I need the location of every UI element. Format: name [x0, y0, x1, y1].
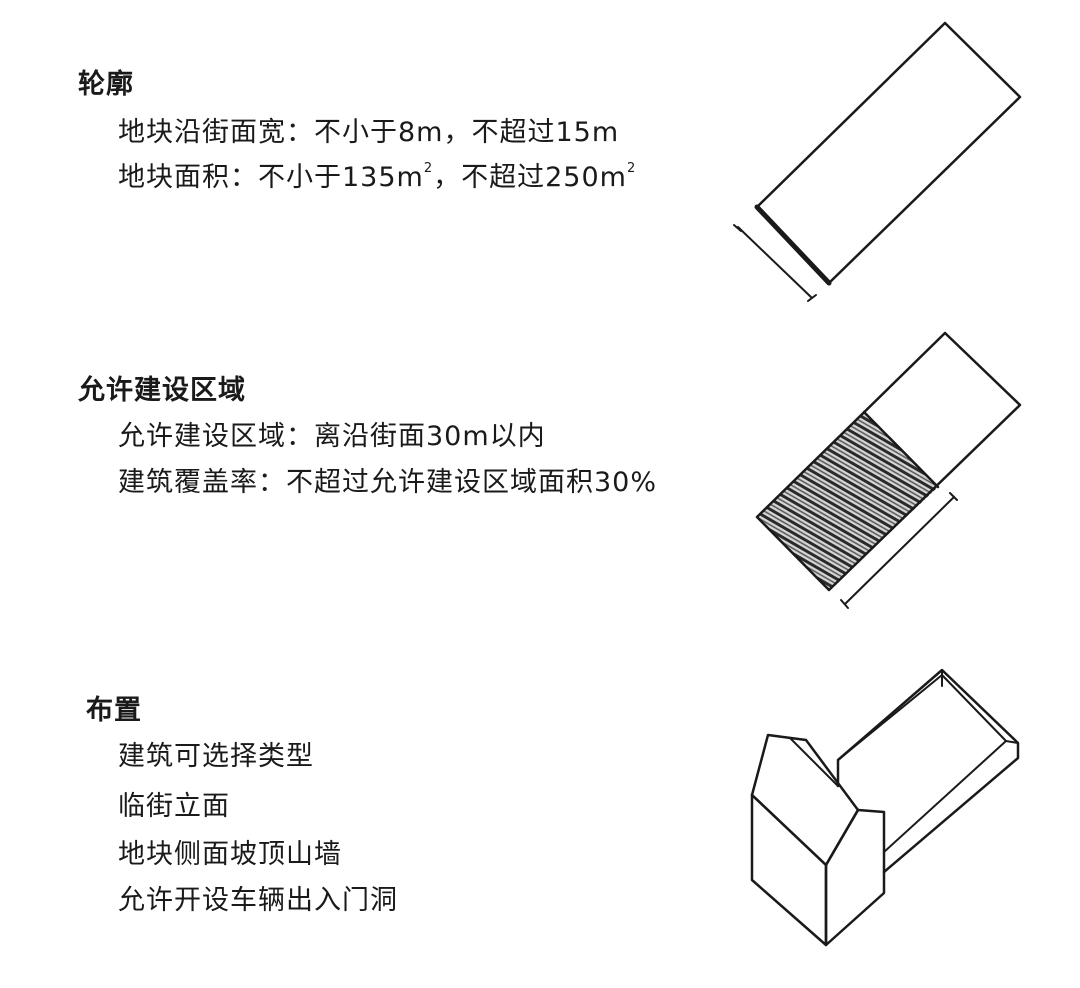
layout-gable-text: 地块侧面坡顶山墙: [118, 839, 342, 870]
rear-wing-walls: [836, 668, 1020, 874]
outline-frontage-text: 地块沿街面宽：不小于8m，不超过15m: [118, 117, 620, 148]
section-heading-outline: 轮廓: [78, 69, 134, 100]
parcel-rectangle: [755, 21, 1022, 285]
street-frontage-edge: [754, 204, 832, 286]
section-heading-buildable: 允许建设区域: [78, 375, 246, 406]
depth-dimension-line: [844, 496, 955, 605]
buildable-distance-text: 允许建设区域：离沿街面30m以内: [118, 421, 546, 452]
parcel-rectangle-2: [755, 331, 1022, 592]
layout-facade-text: 临街立面: [118, 791, 230, 822]
gable-wall: [824, 808, 886, 947]
building-layout-sketch: [750, 668, 1020, 947]
section-heading-layout: 布置: [86, 695, 142, 726]
buildable-zone-hatch: [757, 412, 938, 590]
parcel-outline-sketch: [733, 21, 1022, 302]
buildable-boundary-line: [862, 410, 940, 489]
frontage-dimension-line: [737, 226, 813, 299]
building-coverage-text: 建筑覆盖率：不超过允许建设区域面积30%: [118, 467, 658, 498]
buildable-area-sketch: [755, 331, 1022, 609]
layout-gate-text: 允许开设车辆出入门洞: [118, 885, 398, 916]
outline-area-text: 地块面积：不小于135m2，不超过250m2: [118, 161, 637, 193]
rear-wing-inner-edge: [837, 674, 1007, 853]
front-facade: [750, 793, 828, 947]
layout-type-text: 建筑可选择类型: [118, 741, 314, 772]
